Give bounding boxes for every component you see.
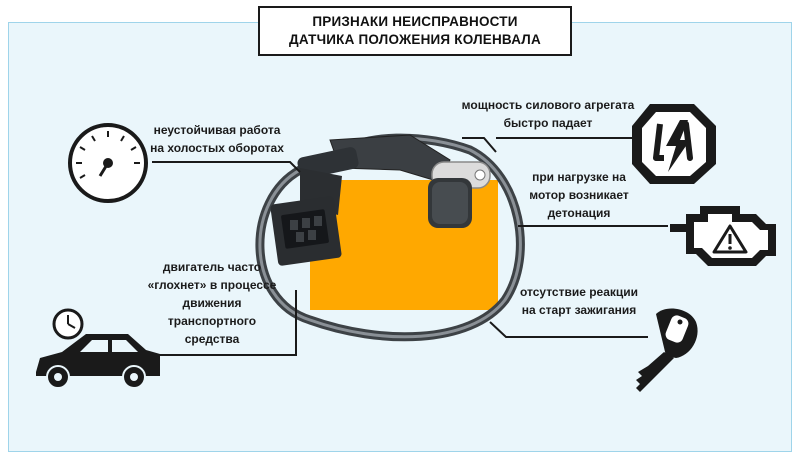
detonation-line-2: мотор возникает: [529, 188, 629, 202]
dips-line-2: «глохнет» в процессе: [147, 278, 277, 292]
detonation-line-3: детонация: [547, 206, 611, 220]
check-engine-icon: [670, 206, 776, 266]
power-drop-lightning-icon: [632, 104, 716, 184]
symptom-power-label: мощность силового агрегата быстро падает: [448, 96, 648, 132]
idle-line-1: неустойчивая работа: [153, 123, 281, 137]
ignition-key-icon: [636, 308, 698, 392]
title-line-2: ДАТЧИКА ПОЛОЖЕНИЯ КОЛЕНВАЛА: [289, 32, 541, 47]
start-line-2: на старт зажигания: [521, 303, 637, 317]
detonation-line-1: при нагрузке на: [532, 170, 626, 184]
symptom-idle-label: неустойчивая работа на холостых оборотах: [122, 121, 312, 157]
car-with-clock-icon: [36, 308, 160, 389]
idle-line-2: на холостых оборотах: [150, 141, 284, 155]
power-line-1: мощность силового агрегата: [461, 98, 635, 112]
sensor-connector: [270, 196, 342, 266]
title-line-1: ПРИЗНАКИ НЕИСПРАВНОСТИ: [312, 14, 518, 29]
symptom-detonation-label: при нагрузке на мотор возникает детонаци…: [520, 168, 638, 222]
sensor-cable: [255, 133, 525, 342]
dips-line-4: транспортного: [167, 314, 257, 328]
dips-line-5: средства: [184, 332, 240, 346]
symptom-stalling-label: двигатель часто «глохнет» в процессе дви…: [132, 258, 292, 348]
tachometer-gauge-icon: [68, 123, 148, 203]
symptom-no-start-label: отсутствие реакции на старт зажигания: [504, 283, 654, 319]
power-line-2: быстро падает: [503, 116, 593, 130]
dips-line-3: движения: [182, 296, 242, 310]
crankshaft-sensor: [297, 134, 491, 228]
leader-lines: [138, 137, 668, 356]
start-line-1: отсутствие реакции: [519, 285, 639, 299]
title-box: ПРИЗНАКИ НЕИСПРАВНОСТИ ДАТЧИКА ПОЛОЖЕНИЯ…: [258, 6, 572, 56]
dips-line-1: двигатель часто: [162, 260, 262, 274]
